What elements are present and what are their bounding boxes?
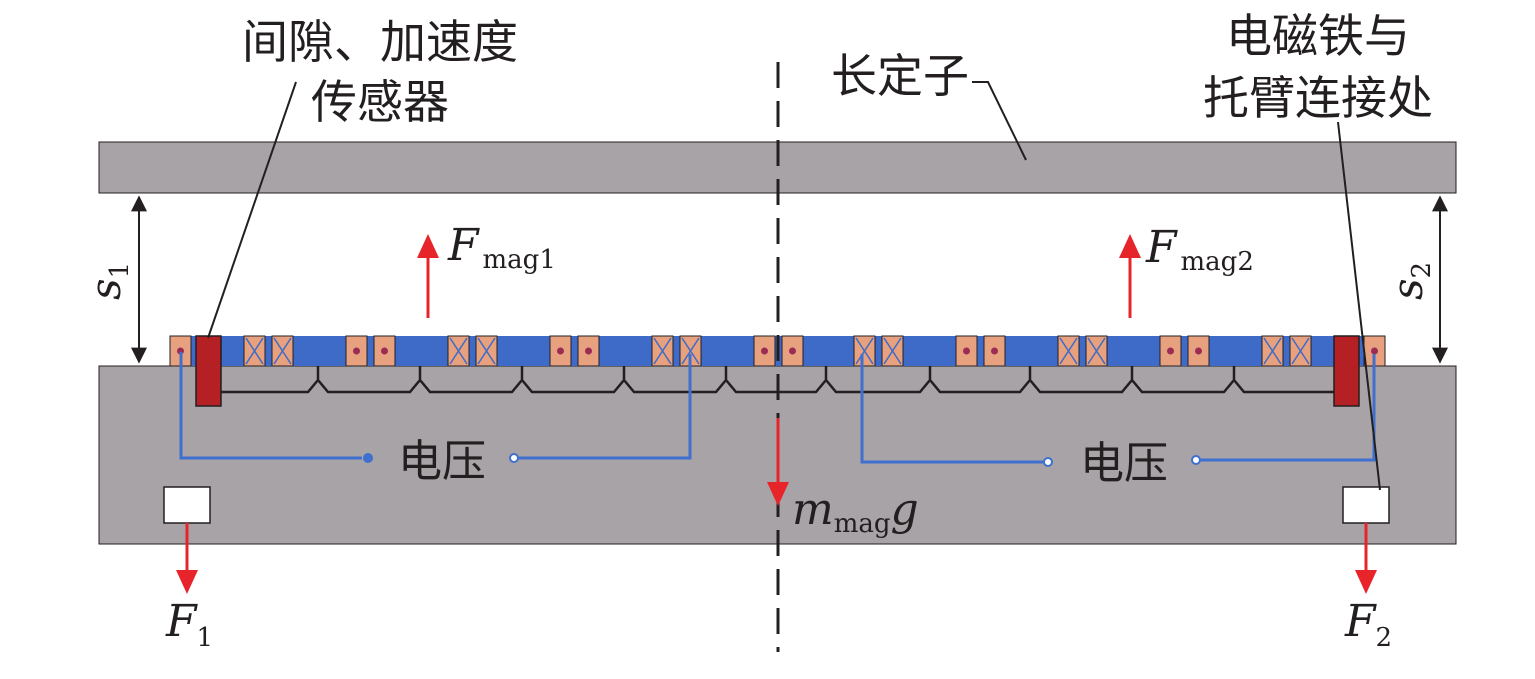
sensor-block-left [195,335,222,407]
coil-current-out [345,335,368,367]
coil-current-out [373,335,396,367]
label-voltage-right: 电压 [1080,438,1168,489]
leader-line-joint [1337,121,1381,491]
force-arrow-fmag2 [1119,234,1141,318]
label-sensor-line1: 间隙、加速度 [242,15,518,69]
label-joint-line2: 托臂连接处 [1203,71,1433,125]
symbol-f1: F1 [165,596,213,653]
label-voltage-left: 电压 [398,436,486,487]
coil-current-in [243,335,266,367]
winding-connection-line [221,366,1334,394]
force-arrow-f2 [1355,523,1377,594]
voltage-terminal-right-b [1191,455,1201,465]
sensor-block-right [1333,335,1360,407]
coil-current-out [549,335,572,367]
voltage-terminal-right-a [1043,457,1053,467]
force-arrow-gravity [767,418,789,506]
symbol-f2: F2 [1344,596,1392,653]
voltage-wire-right-b [1198,354,1376,462]
coil-current-in [475,335,498,367]
label-joint-line1: 电磁铁与 [1226,9,1410,63]
coil-current-in [1261,335,1284,367]
symbol-mmag-g: mmagg [792,484,919,539]
coil-current-in [1289,335,1312,367]
coil-current-out [577,335,600,367]
force-arrow-f1 [176,523,198,594]
voltage-wire-left-b [514,354,692,460]
voltage-wire-right-a [860,354,1046,464]
coil-current-out [983,335,1006,367]
coil-current-in [651,335,674,367]
coil-current-out [1187,335,1210,367]
symbol-s2: s2 [1383,262,1437,300]
coil-current-in [271,335,294,367]
coil-current-out [781,335,804,367]
arm-joint-right [1342,486,1390,524]
label-stator: 长定子 [831,49,969,103]
arm-joint-left [163,486,211,524]
coil-current-in [1057,335,1080,367]
coil-current-out [753,335,776,367]
voltage-wire-left-a [179,352,362,460]
coil-row [169,335,1386,367]
symbol-s1: s1 [81,262,135,300]
coil-current-in [853,335,876,367]
coil-current-in [447,335,470,367]
voltage-terminal-left-a [363,453,373,463]
force-arrow-fmag1 [417,234,439,318]
coil-current-out [955,335,978,367]
voltage-terminal-left-b [509,453,519,463]
leader-line-sensor [207,81,297,339]
coil-current-in [881,335,904,367]
coil-current-in [679,335,702,367]
leader-line-stator [972,81,1027,161]
coil-current-out [1159,335,1182,367]
label-sensor-line2: 传感器 [311,75,449,129]
coil-current-in [1085,335,1108,367]
